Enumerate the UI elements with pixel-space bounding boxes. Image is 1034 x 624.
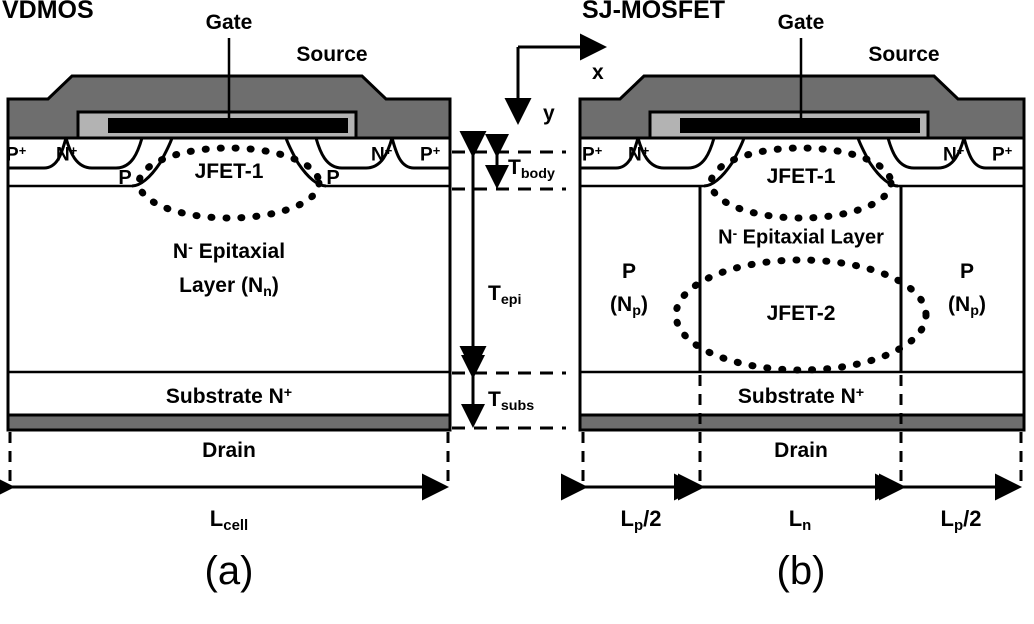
y-axis-label: y — [543, 102, 555, 125]
vdmos-pbody-right-label: P — [326, 167, 340, 189]
vdmos-jfet1-region — [135, 144, 323, 222]
vdmos-nplus-left-label: N+ — [56, 143, 78, 166]
caption-b: (b) — [776, 549, 826, 593]
vdmos-pplus-right-label: P+ — [420, 143, 441, 166]
t-epi-label: Tepi — [488, 282, 522, 308]
vdmos-pplus-left-label: P+ — [6, 143, 27, 166]
panel-b-title: SJ-MOSFET — [582, 0, 726, 24]
sjmosfet-p-column-right-doping: (Np) — [948, 293, 986, 319]
sjmosfet-p-column-left-label: P — [621, 260, 637, 283]
vdmos-pbody-left-label: P — [118, 167, 132, 189]
sjmosfet-device-body — [578, 128, 1026, 432]
t-body-label: Tbody — [508, 156, 555, 182]
sjmosfet-jfet2-label: JFET-2 — [766, 302, 836, 325]
lp-half-right-label: Lp/2 — [940, 506, 982, 535]
x-axis-label: x — [592, 61, 604, 84]
lp-half-left-label: Lp/2 — [620, 506, 662, 535]
sjmosfet-nplus-left-label: N+ — [628, 143, 650, 166]
sjmosfet-source-label: Source — [868, 43, 940, 66]
sjmosfet-drain-label: Drain — [774, 439, 828, 462]
sjmosfet-nplus-right-label: N+ — [943, 143, 965, 166]
vdmos-nplus-right-label: N+ — [371, 143, 393, 166]
sjmosfet-pplus-right-label: P+ — [992, 143, 1013, 166]
vdmos-epi-label-line1: N- Epitaxial — [172, 240, 286, 263]
sjmosfet-jfet1-label: JFET-1 — [766, 165, 836, 188]
coordinate-axes — [504, 33, 607, 125]
vdmos-jfet1-label: JFET-1 — [194, 160, 264, 183]
sjmosfet-substrate-label: Substrate N+ — [737, 385, 865, 408]
vdmos-device-body — [6, 128, 452, 432]
caption-a: (a) — [204, 549, 254, 593]
vdmos-nplus-pplus-wells — [8, 137, 450, 170]
l-cell-label: Lcell — [209, 506, 249, 535]
ln-label: Ln — [788, 506, 812, 535]
sjmosfet-jfet2-region — [672, 256, 930, 374]
vdmos-source-label: Source — [296, 43, 368, 66]
panel-a-title: VDMOS — [2, 0, 94, 24]
sjmosfet-gate-label: Gate — [777, 11, 825, 34]
t-subs-label: Tsubs — [488, 388, 535, 414]
sjmosfet-p-column-right-label: P — [959, 260, 975, 283]
sjmosfet-length-dimensions — [561, 375, 1023, 501]
sjmosfet-nplus-pplus-wells — [580, 137, 1024, 170]
vdmos-drain-label: Drain — [202, 439, 256, 462]
vdmos-l-cell-dimension — [0, 432, 450, 501]
sjmosfet-epi-label: N- Epitaxial Layer — [718, 226, 884, 249]
sjmosfet-jfet1-region — [707, 144, 895, 222]
vdmos-gate-label: Gate — [205, 11, 253, 34]
sjmosfet-pplus-left-label: P+ — [582, 143, 603, 166]
vdmos-substrate-label: Substrate N+ — [165, 385, 293, 408]
sjmosfet-p-column-left-doping: (Np) — [610, 293, 648, 319]
vdmos-dimension-guides — [452, 150, 566, 430]
vdmos-epi-label-line2: Layer (Nn) — [179, 274, 279, 300]
